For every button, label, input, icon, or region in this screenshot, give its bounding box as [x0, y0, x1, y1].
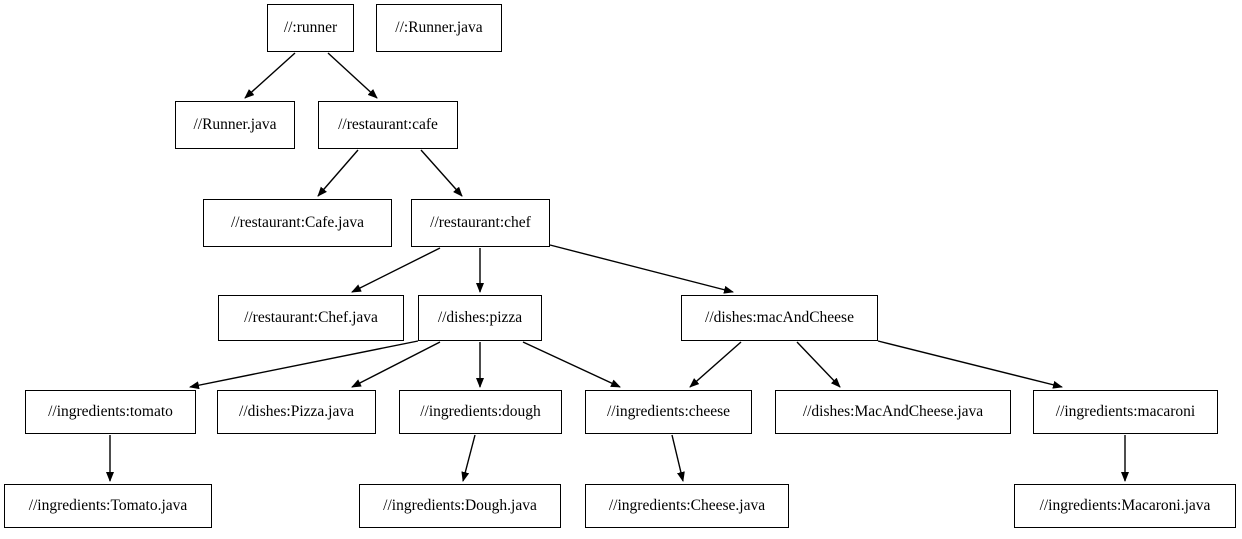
graph-node-label: //:Runner.java — [395, 19, 483, 37]
graph-node-restaurant_chefjava[interactable]: //restaurant:Chef.java — [218, 295, 404, 341]
graph-node-label: //ingredients:Tomato.java — [28, 497, 188, 515]
graph-node-runner[interactable]: //:runner — [267, 4, 354, 52]
graph-node-label: //ingredients:dough — [420, 403, 541, 421]
graph-node-label: //Runner.java — [193, 116, 277, 134]
graph-node-label: //restaurant:Chef.java — [244, 309, 378, 327]
graph-node-restaurant_cafejava[interactable]: //restaurant:Cafe.java — [203, 199, 392, 247]
graph-node-restaurant_chef[interactable]: //restaurant:chef — [411, 199, 550, 247]
graph-node-ing_macaronijava[interactable]: //ingredients:Macaroni.java — [1014, 484, 1236, 528]
graph-node-label: //ingredients:macaroni — [1055, 403, 1196, 421]
graph-node-ing_tomatojava[interactable]: //ingredients:Tomato.java — [4, 484, 212, 528]
graph-node-ing_dough[interactable]: //ingredients:dough — [399, 390, 562, 434]
graph-node-label: //dishes:macAndCheese — [705, 309, 854, 327]
graph-node-label: //restaurant:chef — [430, 214, 531, 232]
graph-node-label: //ingredients:Macaroni.java — [1039, 497, 1211, 515]
graph-node-ing_macaroni[interactable]: //ingredients:macaroni — [1033, 390, 1218, 434]
graph-node-ing_cheesejava[interactable]: //ingredients:Cheese.java — [585, 484, 789, 528]
graph-node-dishes_pizzajava[interactable]: //dishes:Pizza.java — [217, 390, 376, 434]
graph-node-restaurant_cafe[interactable]: //restaurant:cafe — [318, 101, 458, 149]
graph-node-label: //restaurant:cafe — [338, 116, 438, 134]
graph-node-ing_tomato[interactable]: //ingredients:tomato — [25, 390, 196, 434]
graph-node-ing_doughjava[interactable]: //ingredients:Dough.java — [359, 484, 561, 528]
graph-node-label: //ingredients:tomato — [48, 403, 173, 421]
graph-node-dishes_macandcheese[interactable]: //dishes:macAndCheese — [681, 295, 878, 341]
graph-node-dishes_pizza[interactable]: //dishes:pizza — [418, 295, 542, 341]
graph-node-label: //ingredients:Cheese.java — [608, 497, 766, 515]
graph-node-label: //dishes:Pizza.java — [239, 403, 354, 421]
graph-node-ing_cheese[interactable]: //ingredients:cheese — [585, 390, 752, 434]
graph-node-label: //:runner — [283, 19, 338, 37]
graph-node-label: //ingredients:Dough.java — [383, 497, 537, 515]
graph-node-label: //dishes:MacAndCheese.java — [802, 403, 984, 421]
graph-node-label: //dishes:pizza — [437, 309, 523, 327]
graph-node-runner_java[interactable]: //Runner.java — [175, 101, 295, 149]
graph-node-label: //ingredients:cheese — [606, 403, 731, 421]
graph-node-label: //restaurant:Cafe.java — [231, 214, 364, 232]
graph-node-runner_java_root[interactable]: //:Runner.java — [376, 4, 502, 52]
graph-node-dishes_macjava[interactable]: //dishes:MacAndCheese.java — [775, 390, 1011, 434]
